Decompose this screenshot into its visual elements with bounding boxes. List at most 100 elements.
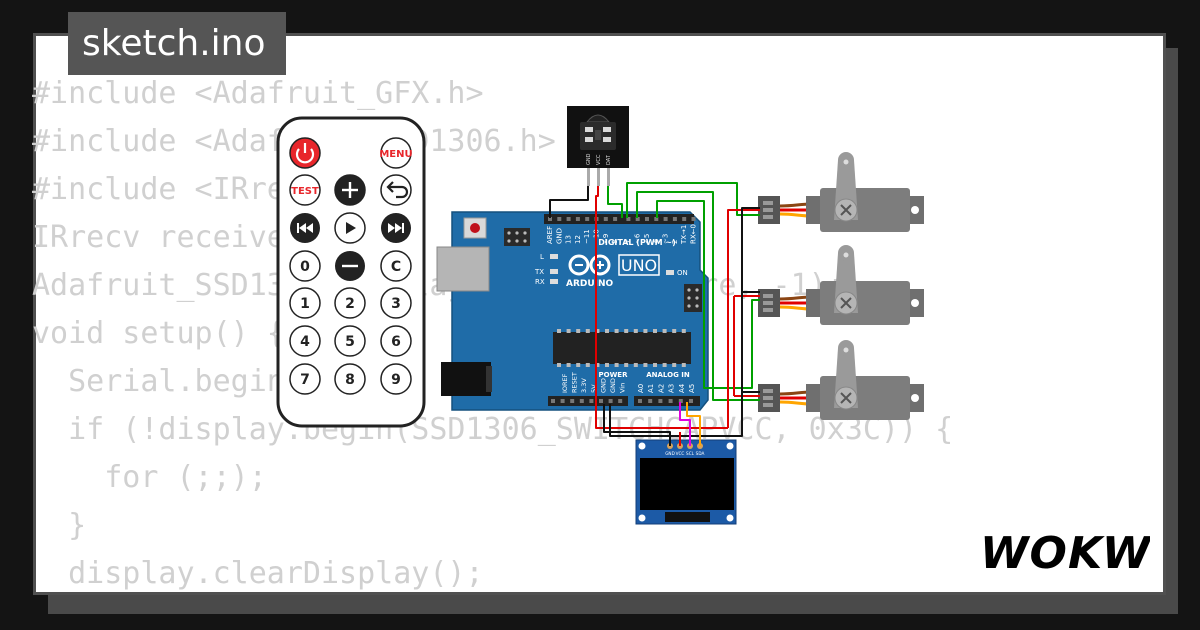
digit-5-button[interactable]: 5 <box>334 325 366 357</box>
pin-label: AREF <box>546 226 554 244</box>
pin-hole <box>570 399 575 403</box>
digit-3-button[interactable]: 3 <box>380 287 412 319</box>
plus-button[interactable] <box>334 174 366 206</box>
analog-label: ANALOG IN <box>646 371 690 379</box>
chip-pin <box>576 363 581 367</box>
arduino-wordmark: ARDUINO <box>566 279 614 289</box>
connector-pin <box>763 301 773 305</box>
fast-forward-icon <box>388 223 404 233</box>
icsp-header <box>504 228 530 246</box>
chip-pin <box>643 329 648 333</box>
servo-motors[interactable] <box>758 152 924 420</box>
wire-servo-power-1 <box>727 209 760 428</box>
pin-hole <box>635 217 640 221</box>
digit-label: 8 <box>345 372 355 388</box>
wire-ir-data <box>607 186 623 218</box>
digit-label: 2 <box>345 296 355 312</box>
pin-label: 7 <box>624 240 632 244</box>
servo-motor-2[interactable] <box>758 245 924 325</box>
digit-6-button[interactable]: 6 <box>380 325 412 357</box>
play-icon <box>346 222 356 234</box>
digit-0-button[interactable]: 0 <box>289 250 321 282</box>
file-tab[interactable]: sketch.ino <box>68 12 286 75</box>
pin-hole <box>551 399 555 403</box>
digit-9-button[interactable]: 9 <box>380 363 412 395</box>
shaft-screw-icon <box>840 204 852 216</box>
test-button[interactable]: TEST <box>289 174 321 206</box>
digit-label: 5 <box>345 334 355 350</box>
pin-label: Vin <box>619 383 627 393</box>
dc-power-jack <box>441 362 491 396</box>
servo-motor-1[interactable] <box>758 152 924 232</box>
horn-hole <box>843 347 849 353</box>
code-line: display.clearDisplay(); <box>32 556 484 591</box>
pin-hole <box>560 399 565 403</box>
connector-pin <box>763 201 773 205</box>
digit-4-button[interactable]: 4 <box>289 325 321 357</box>
chip-pin <box>681 329 686 333</box>
digit-2-button[interactable]: 2 <box>334 287 366 319</box>
play-button[interactable] <box>334 212 366 244</box>
digit-label: 0 <box>300 259 310 275</box>
pin-hole <box>672 217 677 221</box>
back-arrow-icon <box>386 181 409 199</box>
pin-label: GND <box>555 228 563 244</box>
pin-label: RX←0 <box>690 224 698 244</box>
pin-hole <box>668 399 673 403</box>
servo-body <box>820 188 910 232</box>
pin-hole <box>654 217 659 221</box>
ir-remote[interactable]: MENU TEST <box>276 116 426 428</box>
c-button[interactable]: C <box>380 250 412 282</box>
fast-forward-button[interactable] <box>381 213 411 243</box>
pin-label: 12 <box>574 235 582 244</box>
wire-servo1-signal <box>626 182 760 218</box>
servo-body <box>820 281 910 325</box>
servo-motor-3[interactable] <box>758 340 924 420</box>
uno-label: UNO <box>621 256 657 275</box>
pin-label: GND <box>665 451 675 456</box>
digit-label: 4 <box>300 334 310 350</box>
rewind-button[interactable] <box>290 213 320 243</box>
wokwi-wordmark: WOKWi <box>980 528 1150 578</box>
chip-pin <box>557 329 561 333</box>
digit-1-button[interactable]: 1 <box>289 287 321 319</box>
chip-pin <box>585 363 590 367</box>
digit-label: 3 <box>391 296 401 312</box>
chip-pin <box>605 363 609 367</box>
pin-label: A4 <box>678 383 686 393</box>
pin-hole <box>638 399 642 403</box>
shaft-screw-icon <box>840 297 852 309</box>
wire-oled-gnd <box>603 404 671 446</box>
digit-7-button[interactable]: 7 <box>289 363 321 395</box>
digital-label: DIGITAL (PWM ~) <box>598 238 676 247</box>
pin-hole <box>613 217 618 221</box>
digital-header <box>544 214 694 224</box>
pin-hole <box>658 399 663 403</box>
on-label: ON <box>677 269 688 277</box>
pin-hole <box>618 399 623 403</box>
chip-pin <box>614 363 619 367</box>
c-label: C <box>391 259 401 275</box>
pin-label: VCC <box>596 154 602 165</box>
digit-8-button[interactable]: 8 <box>334 363 366 395</box>
test-label: TEST <box>291 186 319 197</box>
connector-pin <box>763 294 773 298</box>
chip-pin <box>662 363 667 367</box>
pin-label: ~5 <box>643 234 651 244</box>
code-line: #include <Adafruit_GFX.h> <box>32 76 484 111</box>
oled-screen <box>640 458 734 510</box>
wokwi-logo: WOKWi <box>978 522 1166 579</box>
chip-pin <box>624 363 629 367</box>
pin-hole <box>608 399 613 403</box>
pin-label: 13 <box>565 235 573 244</box>
power-button[interactable] <box>289 137 321 169</box>
pin-label: ~9 <box>602 234 610 244</box>
back-button[interactable] <box>380 174 412 206</box>
minus-button[interactable] <box>335 251 365 281</box>
menu-button[interactable]: MENU <box>379 137 413 169</box>
pin-hole <box>678 399 683 403</box>
